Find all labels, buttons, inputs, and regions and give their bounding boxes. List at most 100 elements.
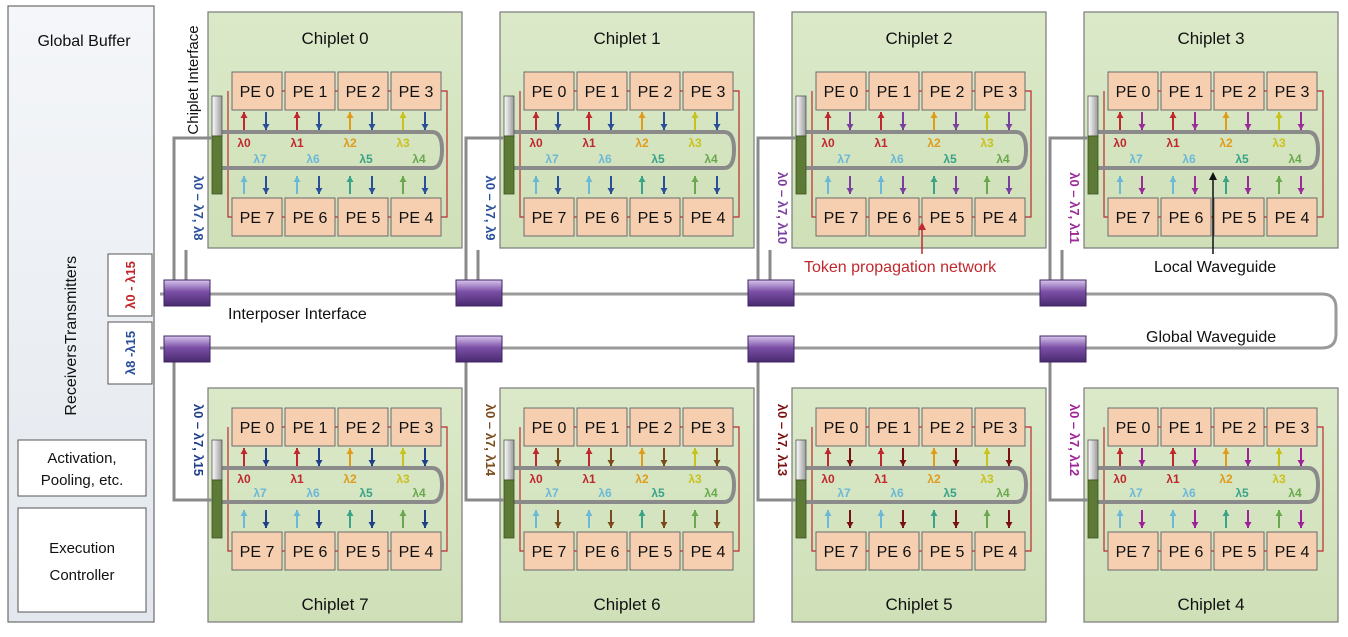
pe-label: PE 5 [346, 544, 381, 561]
pe-label: PE 2 [638, 84, 673, 101]
pe-box [576, 197, 628, 237]
interposer-receiver [747, 335, 795, 363]
lambda-label: λ6 [1182, 486, 1196, 500]
pe-label: PE 0 [824, 84, 859, 101]
lambda-label: λ2 [1219, 136, 1233, 150]
interposer-receiver [455, 335, 503, 363]
lambda-label: λ7 [1129, 152, 1143, 166]
lambda-label: λ4 [704, 152, 718, 166]
lambda-label: λ3 [688, 472, 702, 486]
pe-label: PE 7 [532, 544, 567, 561]
lambda-label: λ5 [651, 152, 665, 166]
lambda-label: λ1 [874, 472, 888, 486]
chiplet-interface-green [1087, 135, 1099, 195]
signal-arrowhead [293, 510, 301, 516]
signal-arrowhead [1244, 124, 1252, 130]
pe-box [284, 407, 336, 447]
signal-arrowhead [532, 510, 540, 516]
exec-label-2: Controller [49, 567, 114, 584]
signal-arrowhead [1116, 112, 1124, 118]
pe-label: PE 1 [585, 420, 620, 437]
pe-label: PE 5 [930, 544, 965, 561]
signal-arrowhead [368, 460, 376, 466]
pe-label: PE 5 [638, 544, 673, 561]
chiplet-wavelength-range: λ0 – λ7, λ14 [483, 404, 498, 477]
pe-box [231, 407, 283, 447]
lambda-label: λ6 [1182, 152, 1196, 166]
pe-box [390, 197, 442, 237]
signal-arrowhead [315, 188, 323, 194]
activation-box [17, 439, 147, 497]
lambda-label: λ0 [1113, 472, 1127, 486]
signal-arrowhead [877, 176, 885, 182]
interposer-transmitter [1039, 279, 1087, 307]
chiplet-interface-grey [1087, 439, 1099, 481]
signal-arrowhead [1169, 176, 1177, 182]
lambda-label: λ0 [1113, 136, 1127, 150]
lambda-label: λ6 [306, 152, 320, 166]
pe-box [1266, 531, 1318, 571]
lambda-label: λ2 [635, 472, 649, 486]
pe-label: PE 4 [1275, 210, 1310, 227]
signal-arrowhead [1005, 522, 1013, 528]
lambda-label: λ1 [582, 136, 596, 150]
signal-arrowhead [1275, 112, 1283, 118]
signal-arrowhead [1005, 460, 1013, 466]
signal-arrowhead [585, 112, 593, 118]
pe-box [231, 71, 283, 111]
chiplet-interface-grey [503, 95, 515, 137]
signal-arrowhead [877, 510, 885, 516]
pe-label: PE 6 [293, 210, 328, 227]
chiplet-interface-green [211, 135, 223, 195]
signal-arrowhead [585, 176, 593, 182]
signal-arrowhead [1297, 460, 1305, 466]
local-waveguide [804, 466, 1029, 504]
pe-label: PE 4 [399, 544, 434, 561]
signal-arrowhead [532, 448, 540, 454]
chiplet-wavelength-range: λ0 – λ7, λ11 [1067, 172, 1082, 244]
chiplet-interface-grey [1087, 95, 1099, 137]
pe-label: PE 0 [1116, 84, 1151, 101]
signal-arrowhead [1222, 510, 1230, 516]
lambda-label: λ3 [980, 472, 994, 486]
lambda-label: λ6 [890, 152, 904, 166]
lambda-label: λ3 [688, 136, 702, 150]
pe-label: PE 1 [1169, 420, 1204, 437]
signal-arrowhead [1244, 460, 1252, 466]
local-waveguide [1096, 130, 1321, 170]
pe-box [1107, 407, 1159, 447]
lambda-label: λ2 [927, 136, 941, 150]
signal-arrowhead [1222, 176, 1230, 182]
signal-arrowhead [399, 176, 407, 182]
signal-arrowhead [713, 124, 721, 130]
pe-box [337, 407, 389, 447]
pe-box [629, 407, 681, 447]
signal-arrowhead [1169, 510, 1177, 516]
lambda-label: λ4 [412, 486, 426, 500]
pe-label: PE 1 [1169, 84, 1204, 101]
signal-arrowhead [824, 448, 832, 454]
chiplet-title: Chiplet 6 [593, 595, 660, 614]
pe-label: PE 3 [399, 420, 434, 437]
pe-label: PE 4 [983, 544, 1018, 561]
activation-label-1: Activation, [47, 450, 116, 467]
chiplet-interface-green [211, 479, 223, 539]
signal-arrowhead [983, 448, 991, 454]
chiplet-title: Chiplet 7 [301, 595, 368, 614]
lambda-label: λ0 [237, 136, 251, 150]
pe-box [284, 531, 336, 571]
rx-range-box [107, 321, 153, 385]
left-panel: Global Buffer Transmitters Receivers λ0 … [7, 5, 155, 623]
signal-arrowhead [1116, 176, 1124, 182]
pe-box [523, 197, 575, 237]
pe-box [576, 531, 628, 571]
pe-box [974, 71, 1026, 111]
chiplet-interface-green [503, 135, 515, 195]
rx-range-label: λ8 -λ15 [123, 331, 138, 375]
signal-arrowhead [713, 460, 721, 466]
signal-arrowhead [1191, 124, 1199, 130]
